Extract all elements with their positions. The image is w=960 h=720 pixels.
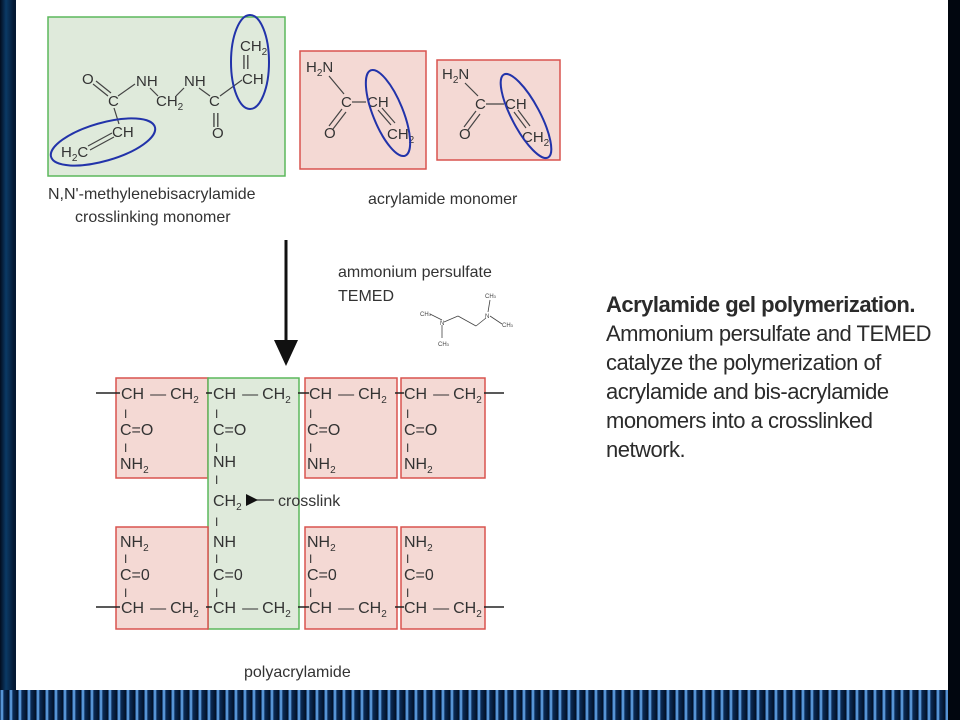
highlight-ellipse-a2 xyxy=(499,72,553,160)
polyacrylamide-network: CH—CH2 CH—CH2 CH—CH2 CH—CH2 I C=O I NH2 … xyxy=(96,377,504,630)
group-c0-x2: C=0 xyxy=(213,567,243,584)
bond-t1a: I xyxy=(124,407,127,421)
decorative-light-strip xyxy=(0,690,960,720)
acrylamide-label: acrylamide monomer xyxy=(368,191,518,208)
atom-o-right: O xyxy=(212,125,224,142)
atom-nh-1: NH xyxy=(136,73,158,90)
chain-top-1: CH—CH2 xyxy=(121,386,199,406)
group-ch2-x: CH2 xyxy=(213,493,242,513)
atom-c-1: C xyxy=(108,93,119,110)
chain-bottom-1: CH—CH2 xyxy=(121,600,199,620)
temed-n-2: N xyxy=(485,314,489,320)
bisacrylamide-box xyxy=(47,16,286,177)
group-co-t3: C=O xyxy=(404,422,437,439)
atom-ch-top: CH xyxy=(242,71,264,88)
bond-b2a: I xyxy=(309,552,312,566)
bond-t3b: I xyxy=(406,441,409,455)
group-nh2-b1: NH2 xyxy=(120,534,149,554)
bond-x5: I xyxy=(215,552,218,566)
bisacrylamide-subtitle: crosslinking monomer xyxy=(75,209,231,226)
bisacrylamide-name: N,N'-methylenebisacrylamide xyxy=(48,186,256,203)
bond-x1: I xyxy=(215,407,218,421)
slide: O NH NH C CH2 C || O CH H2C CH2 || CH xyxy=(16,0,948,690)
catalyst-persulfate: ammonium persulfate xyxy=(338,264,492,281)
atom-o-a2: O xyxy=(459,126,471,143)
group-co-x1: C=O xyxy=(213,422,246,439)
highlight-ellipse-left xyxy=(49,117,157,167)
bond-t3a: I xyxy=(406,407,409,421)
atom-ch2-a2: CH2 xyxy=(522,129,550,149)
chain-top-4: CH—CH2 xyxy=(404,386,482,406)
atom-c-a1: C xyxy=(341,94,352,111)
atom-o-a1: O xyxy=(324,125,336,142)
arrow-head xyxy=(274,340,298,366)
caption-title: Acrylamide gel polymerization. xyxy=(606,292,915,317)
group-nh2-t2: NH2 xyxy=(307,456,336,476)
atom-ch2-top: CH2 xyxy=(240,38,268,58)
crosslink-label: crosslink xyxy=(278,493,341,510)
bond-x6: I xyxy=(215,586,218,600)
chain-bottom-3: CH—CH2 xyxy=(309,600,387,620)
group-nh2-t3: NH2 xyxy=(404,456,433,476)
temed-ch3-1: CH3 xyxy=(420,312,432,318)
group-c0-b3: C=0 xyxy=(404,567,434,584)
atom-o-left: O xyxy=(82,71,94,88)
bond-t2b: I xyxy=(309,441,312,455)
bond-b1a: I xyxy=(124,552,127,566)
bond-b2b: I xyxy=(309,586,312,600)
group-c0-b1: C=0 xyxy=(120,567,150,584)
atom-ch-a2: CH xyxy=(505,96,527,113)
temed-structure xyxy=(429,299,503,338)
group-nh2-b3: NH2 xyxy=(404,534,433,554)
temed-ch3-2: CH3 xyxy=(485,294,497,300)
temed-ch3-4: CH3 xyxy=(438,342,450,348)
atom-ch2-mid: CH2 xyxy=(156,93,184,113)
bond-x3: I xyxy=(215,473,218,487)
highlight-ellipse-top xyxy=(230,14,270,110)
atom-h2c-left: H2C xyxy=(61,144,88,164)
group-nh-x2: NH xyxy=(213,534,236,551)
bond-b3a: I xyxy=(406,552,409,566)
bond-x4: I xyxy=(215,515,218,529)
chain-top-2: CH—CH2 xyxy=(213,386,291,406)
group-co-t1: C=O xyxy=(120,422,153,439)
group-nh2-b2: NH2 xyxy=(307,534,336,554)
bond-x2: I xyxy=(215,441,218,455)
chain-bottom-4: CH—CH2 xyxy=(404,600,482,620)
catalyst-temed: TEMED xyxy=(338,288,394,305)
chain-top-3: CH—CH2 xyxy=(309,386,387,406)
atom-h2n-1: H2N xyxy=(306,59,333,79)
bisacrylamide-structure: O NH NH C CH2 C || O CH H2C CH2 || CH xyxy=(47,14,286,177)
temed-n-1: N xyxy=(440,321,444,327)
bond-double-2: || xyxy=(212,111,220,128)
acrylamide-structure-2: H2N C CH O CH2 xyxy=(436,59,561,161)
polymerization-diagram: O NH NH C CH2 C || O CH H2C CH2 || CH xyxy=(47,14,561,681)
temed-ch3-3: CH3 xyxy=(502,323,514,329)
polyacrylamide-label: polyacrylamide xyxy=(244,664,351,681)
slide-edge xyxy=(948,0,960,720)
atom-c-2: C xyxy=(209,93,220,110)
highlight-ellipse-a1 xyxy=(364,68,412,158)
atom-nh-2: NH xyxy=(184,73,206,90)
bond-double-top: || xyxy=(242,53,250,70)
atom-h2n-2: H2N xyxy=(442,66,469,86)
chain-bottom-2: CH—CH2 xyxy=(213,600,291,620)
bond-b1b: I xyxy=(124,586,127,600)
group-c0-b2: C=0 xyxy=(307,567,337,584)
atom-c-a2: C xyxy=(475,96,486,113)
atom-ch2-a1: CH2 xyxy=(387,126,415,146)
figure-caption: Acrylamide gel polymerization. Ammonium … xyxy=(606,290,956,464)
group-nh2-t1: NH2 xyxy=(120,456,149,476)
acrylamide-box-1 xyxy=(299,50,427,170)
atom-ch-a1: CH xyxy=(367,94,389,111)
bond-t2a: I xyxy=(309,407,312,421)
atom-ch-left: CH xyxy=(112,124,134,141)
bond-b3b: I xyxy=(406,586,409,600)
group-co-t2: C=O xyxy=(307,422,340,439)
group-nh-x1: NH xyxy=(213,454,236,471)
caption-body: Ammonium persulfate and TEMED catalyze t… xyxy=(606,321,932,462)
bond-t1b: I xyxy=(124,441,127,455)
acrylamide-structure-1: H2N C CH O CH2 xyxy=(299,50,427,170)
